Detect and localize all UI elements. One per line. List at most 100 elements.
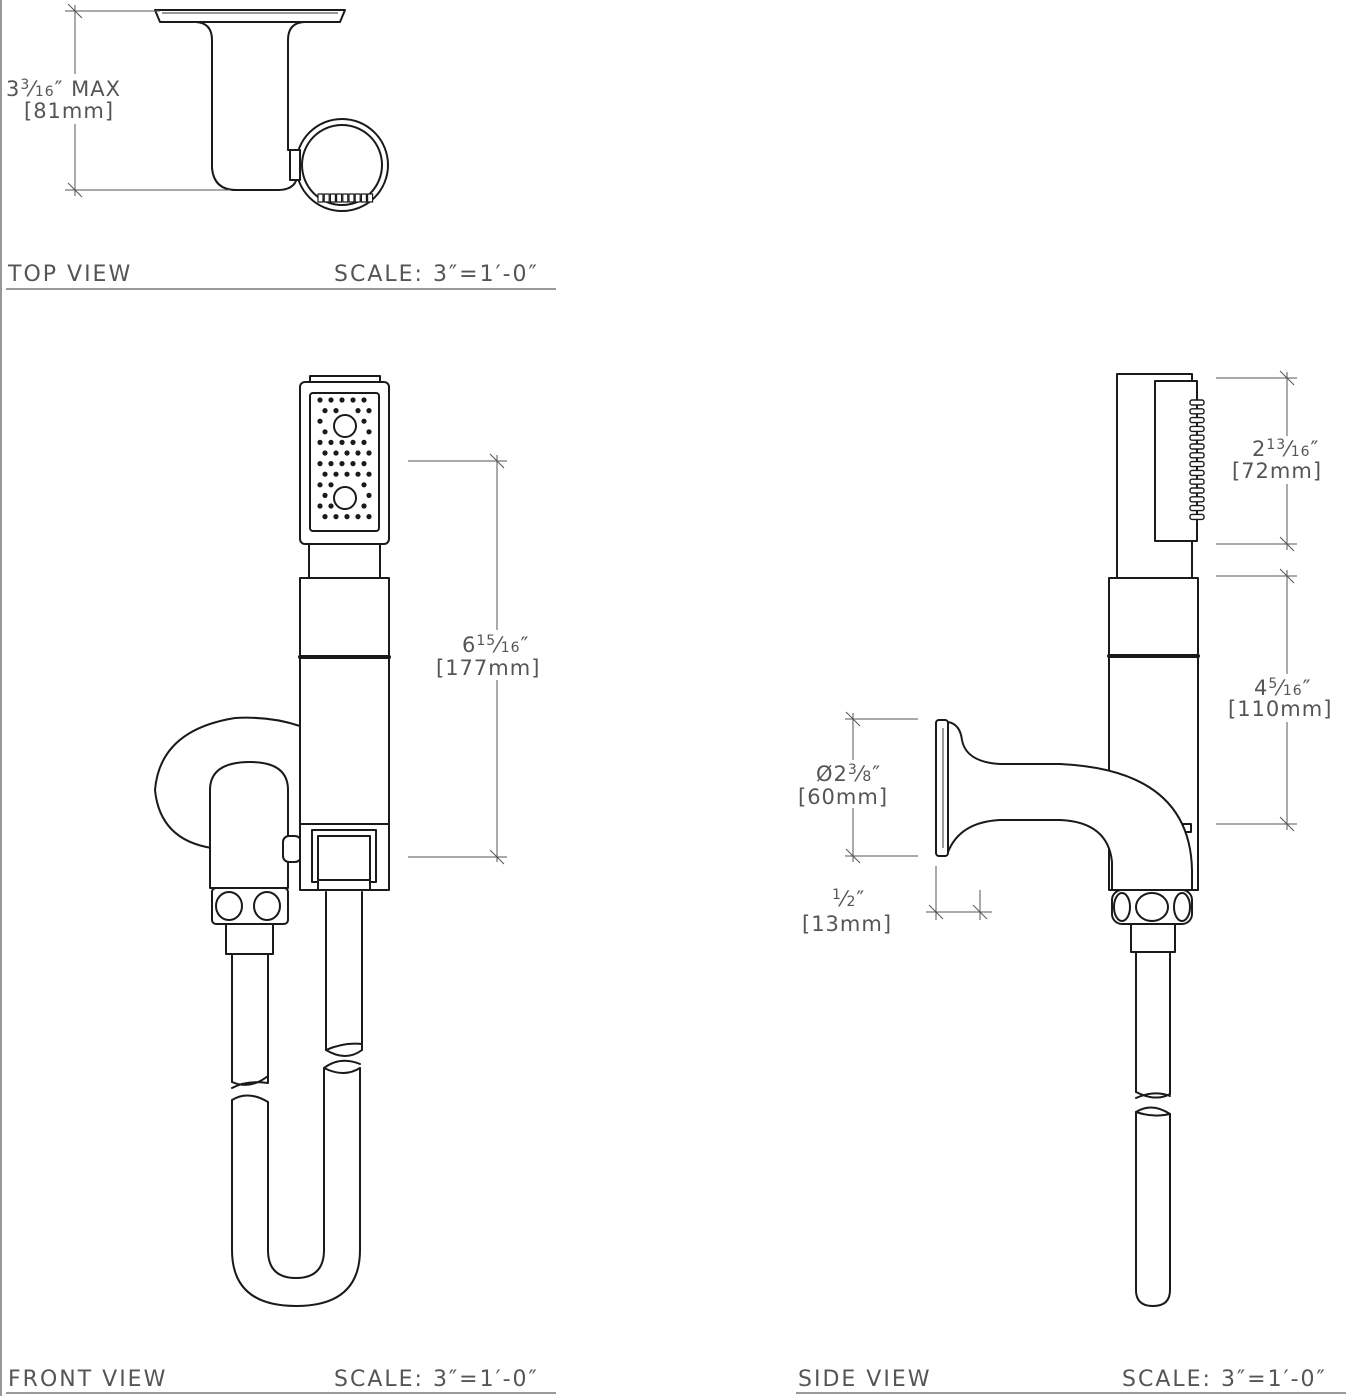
spray-nozzle [317, 461, 323, 467]
spray-nozzle [350, 461, 356, 467]
spray-nozzle [361, 461, 367, 467]
front-handle-lower [299, 655, 390, 825]
ring-nozzle [329, 193, 336, 203]
side-flange-depth-imperial: 1⁄2″ [832, 887, 865, 911]
front-shower-head [299, 375, 390, 545]
spray-nozzle [361, 482, 367, 488]
spray-nozzle [339, 397, 345, 403]
front-length-metric: [177mm] [436, 656, 540, 680]
spray-nozzle [322, 429, 328, 435]
spray-nozzle [317, 418, 323, 424]
ring-nozzle [360, 193, 367, 203]
side-nozzle [1189, 513, 1205, 521]
front-view: 615⁄16″ [177mm] FRONT VIEW SCALE: 3″=1′-… [6, 375, 560, 1394]
spray-nozzle [344, 450, 350, 456]
spray-nozzle [366, 471, 372, 477]
spray-nozzle [350, 397, 356, 403]
side-nozzle [1189, 478, 1205, 485]
side-flange-dia-metric: [60mm] [798, 785, 888, 809]
side-nozzle [1189, 408, 1205, 415]
side-wall-flange [935, 719, 949, 857]
top-depth-dimension: 33⁄16″ MAX [81mm] [4, 3, 230, 198]
ring-nozzle [367, 193, 374, 203]
spray-nozzle [328, 482, 334, 488]
side-head-imperial: 213⁄16″ [1252, 437, 1319, 461]
spray-nozzle [322, 492, 328, 498]
spray-nozzle [333, 408, 339, 414]
spray-nozzle [361, 439, 367, 445]
side-flange-depth-dimension: 1⁄2″ [13mm] [802, 866, 992, 936]
top-view-scale: SCALE: 3″=1′-0″ [334, 262, 539, 287]
spray-nozzle [344, 471, 350, 477]
spray-nozzle [355, 450, 361, 456]
side-handle-upper [1108, 577, 1199, 657]
side-supply-nut [1111, 889, 1193, 925]
side-nozzle [1189, 469, 1205, 477]
side-hose [1135, 951, 1171, 1307]
ring-nozzle [354, 193, 361, 203]
side-arm [947, 721, 1193, 891]
spray-nozzle [322, 408, 328, 414]
top-depth-metric: [81mm] [24, 99, 114, 123]
spray-nozzle [328, 461, 334, 467]
spray-nozzle [328, 439, 334, 445]
ring-nozzle [348, 193, 355, 203]
spray-nozzle [355, 471, 361, 477]
side-nozzle [1189, 399, 1205, 406]
front-elbow-stub [282, 835, 302, 863]
front-wall-flange [154, 716, 301, 849]
ring-nozzle [323, 193, 330, 203]
top-arm [195, 21, 305, 191]
spray-nozzle [328, 397, 334, 403]
side-handle-imperial: 45⁄16″ [1254, 676, 1312, 700]
spray-nozzle [361, 503, 367, 509]
front-length-imperial: 615⁄16″ [462, 633, 529, 657]
front-neck [308, 543, 381, 579]
side-head-metric: [72mm] [1232, 459, 1322, 483]
spray-nozzle [361, 397, 367, 403]
spray-nozzle [333, 450, 339, 456]
spray-nozzle [344, 514, 350, 520]
spray-nozzle [350, 439, 356, 445]
spray-nozzle [333, 471, 339, 477]
side-nozzle [1189, 443, 1205, 450]
side-handle-dimension: 45⁄16″ [110mm] [1216, 568, 1348, 832]
front-supply-elbow [209, 761, 289, 889]
spray-nozzle [366, 429, 372, 435]
spray-nozzle [317, 482, 323, 488]
top-view-title: TOP VIEW [7, 262, 132, 287]
front-hose [231, 891, 363, 1307]
side-nozzle [1189, 487, 1205, 494]
spray-nozzle [366, 514, 372, 520]
spray-nozzle [355, 514, 361, 520]
spray-nozzle [366, 450, 372, 456]
spray-nozzle [317, 439, 323, 445]
side-view-scale: SCALE: 3″=1′-0″ [1122, 1367, 1327, 1392]
spray-nozzle [317, 397, 323, 403]
top-view: 33⁄16″ MAX [81mm] TOP VIEW SCALE: 3″=1′-… [4, 3, 556, 290]
front-supply-ferrule [225, 923, 274, 955]
front-view-title: FRONT VIEW [8, 1367, 167, 1392]
side-view-title: SIDE VIEW [798, 1367, 931, 1392]
side-nozzle [1189, 434, 1205, 441]
ring-nozzle [342, 193, 349, 203]
spray-nozzle [322, 471, 328, 477]
side-nozzle [1189, 416, 1205, 424]
spray-nozzle [322, 514, 328, 520]
side-head-dimension: 213⁄16″ [72mm] [1216, 370, 1344, 552]
spray-nozzle [333, 514, 339, 520]
front-view-scale: SCALE: 3″=1′-0″ [334, 1367, 539, 1392]
side-flange-dia-dimension: Ø23⁄8″ [60mm] [794, 711, 918, 864]
spray-nozzle [339, 439, 345, 445]
side-flange-dia-imperial: Ø23⁄8″ [816, 762, 881, 786]
front-handle-upper [299, 577, 390, 659]
top-flange [154, 9, 346, 23]
side-nozzle [1189, 504, 1205, 512]
spray-nozzle [366, 492, 372, 498]
side-flange-depth-metric: [13mm] [802, 912, 892, 936]
spray-nozzle [317, 503, 323, 509]
spray-nozzle [328, 503, 334, 509]
top-holder-ring [289, 118, 389, 212]
side-view: 213⁄16″ [72mm] 45⁄16″ [110mm] Ø23⁄8″ [60… [794, 370, 1348, 1394]
side-handle-metric: [110mm] [1228, 697, 1332, 721]
